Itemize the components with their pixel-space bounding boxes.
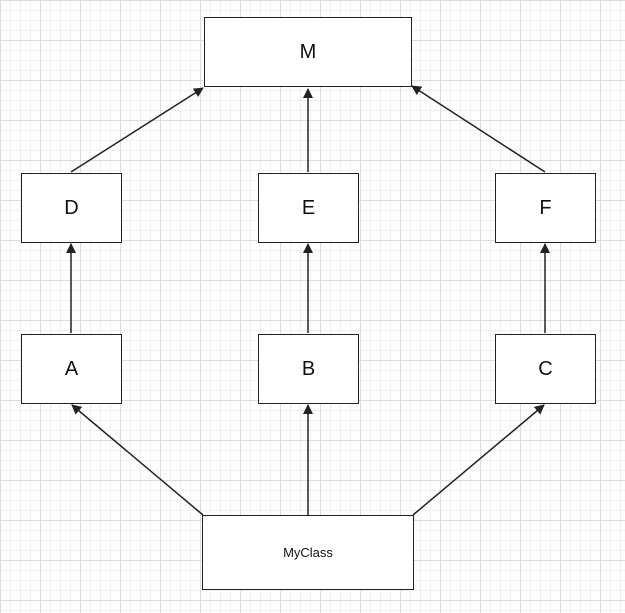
edge-d-to-m <box>70 87 204 173</box>
node-b-label: B <box>301 357 316 380</box>
node-c-label: C <box>538 357 553 380</box>
edge-myclass-to-c <box>412 404 545 516</box>
node-f[interactable]: F <box>495 173 596 243</box>
edge-myclass-to-a <box>71 404 204 516</box>
node-myclass-label: MyClass <box>283 545 333 560</box>
node-c[interactable]: C <box>495 334 596 404</box>
node-myclass[interactable]: MyClass <box>202 515 414 590</box>
node-f-label: F <box>539 196 552 219</box>
node-m-label: M <box>299 40 317 63</box>
node-m[interactable]: M <box>204 17 412 87</box>
edge-f-to-m <box>411 85 546 173</box>
node-a-label: A <box>64 357 79 380</box>
node-a[interactable]: A <box>21 334 122 404</box>
node-b[interactable]: B <box>258 334 359 404</box>
node-e[interactable]: E <box>258 173 359 243</box>
node-e-label: E <box>301 196 316 219</box>
node-d[interactable]: D <box>21 173 122 243</box>
node-d-label: D <box>64 196 79 219</box>
